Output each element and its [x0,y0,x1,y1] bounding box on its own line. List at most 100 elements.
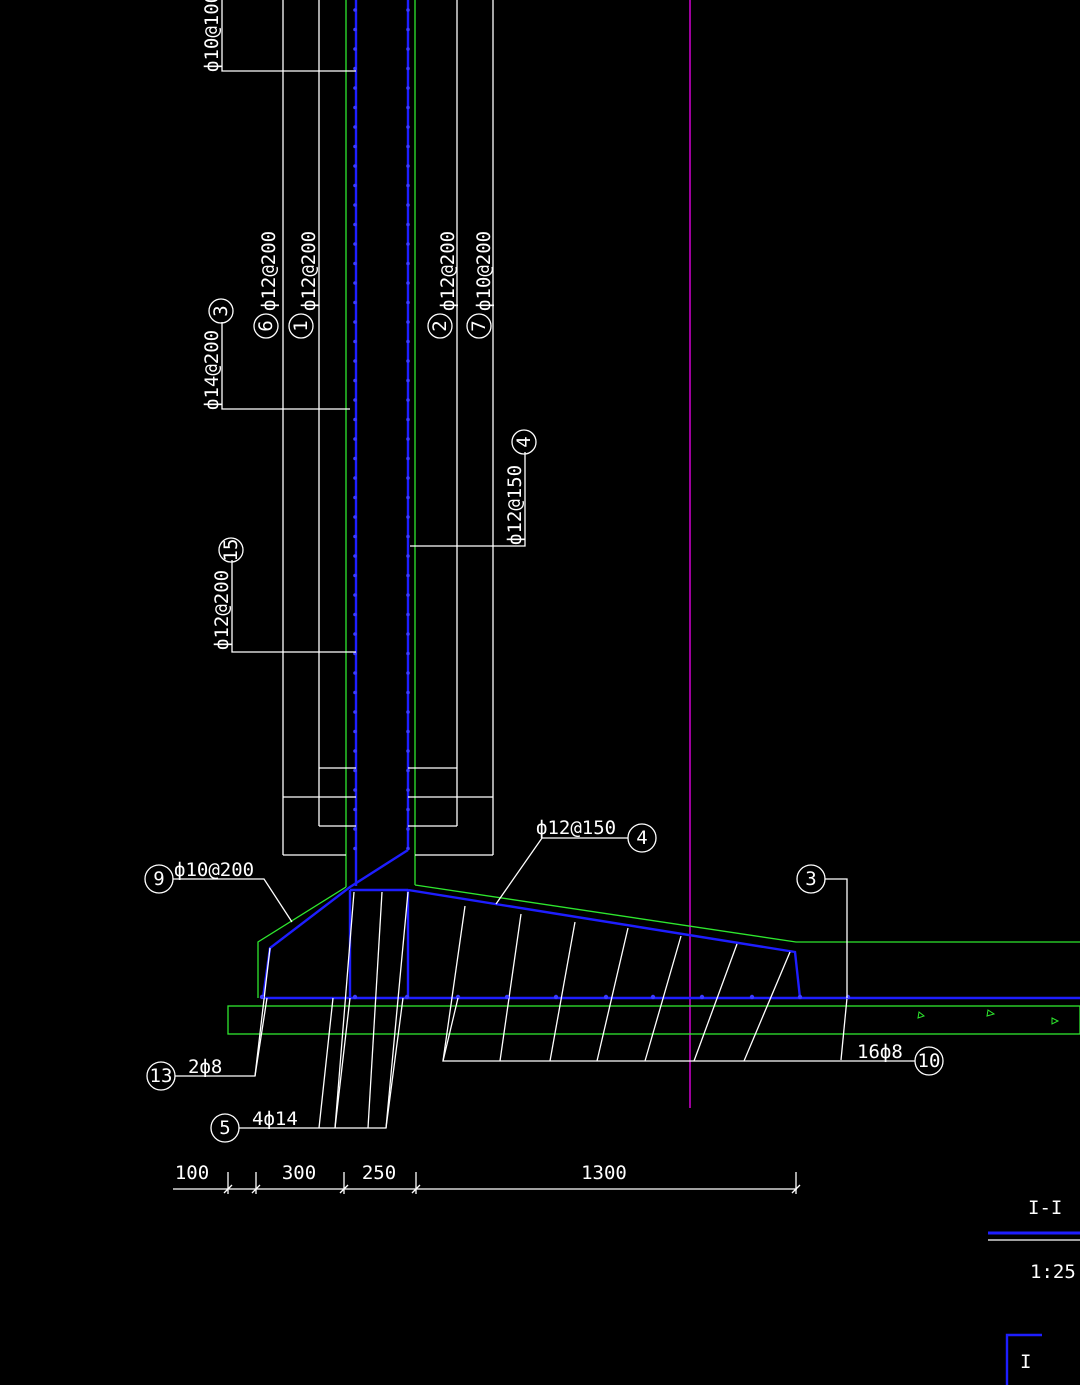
label-right-mid-b: ф10@200 [473,231,495,311]
section-corner-mark: I [1020,1351,1031,1373]
rebar-dot [406,534,410,539]
tag-slope-bar: 4 [636,827,647,849]
wall-tag-15: 15 [220,539,242,562]
label-left-outer: ф14@200 [201,330,223,410]
section-title: I-I [1028,1197,1062,1219]
rebar-dot [406,300,410,305]
rebar-dot [353,359,357,363]
footing-leaders [173,837,915,1129]
rebar-dot [406,164,410,168]
rebar-dot [353,203,357,207]
rebar-dot [406,125,410,129]
rebar-dot [406,456,410,461]
label-right-mid-a: ф12@200 [437,231,459,311]
rebar-dot [406,417,410,422]
rebar-dot [406,86,410,90]
rebar-dot [406,281,410,285]
footing-bar [743,951,791,1062]
slab-hatch [917,1009,1060,1025]
rebar-dot [406,690,410,695]
rebar-dot [353,612,357,617]
section-scale: 1:25 [1030,1261,1076,1283]
wall [282,0,494,887]
footing-bar [644,935,682,1062]
rebar-dot [406,320,410,324]
rebar-dot [353,417,357,422]
rebar-dot [353,27,357,32]
rebar-dot [406,495,410,500]
footing-bar [334,997,351,1129]
rebar-dot [353,729,357,734]
rebar-dot [353,339,357,344]
rebar-dot [406,242,410,246]
rebar-dot [353,261,357,266]
rebar-dot [406,612,410,617]
footing-rebar-dot [797,994,803,1000]
rebar-dot [353,690,357,695]
rebar-dot [353,827,357,831]
rebar-dot [406,710,410,714]
rebar-dot [406,105,410,110]
rebar-dot [353,807,357,812]
rebar-dot [353,320,357,324]
footing-rebar-dot [699,994,705,1000]
rebar-dot [353,593,357,597]
rebar-dot [353,47,357,51]
footing-rebar-dot [352,994,358,1000]
rebar-dot [353,456,357,461]
wall-tags: 3 6 1 2 7 4 15 [208,298,537,563]
rebar-dot [353,222,357,227]
rebar-dot [406,651,410,656]
footing-bar [549,921,576,1062]
footing-rebar-dot [749,994,755,1000]
tag-main-bars: 5 [219,1117,230,1139]
footing-rebar-dot [259,994,265,1000]
rebar-dot [353,125,357,129]
wall-tag-4: 4 [513,436,535,447]
tag-toe-bar: 9 [153,868,164,890]
wall-rebar-dots [353,8,410,851]
footing-bar [334,891,355,1129]
footing-labels: ф12@150 4 ф10@200 9 3 16ф8 10 2ф8 13 4ф1… [144,817,944,1143]
tag-corner-bars: 13 [150,1065,173,1087]
rebar-dot [406,47,410,51]
wall-leaders [221,0,526,653]
rebar-dot [353,66,357,71]
rebar-dot [353,632,357,636]
rebar-dot [353,710,357,714]
rebar-dot [406,515,410,519]
wall-tag-2: 2 [429,320,451,331]
rebar-dot [406,144,410,149]
footing-bar [385,891,409,1129]
rebar-dot [406,573,410,578]
wall-tag-7: 7 [468,320,490,331]
rebar-dot [406,378,410,383]
rebar-dot [406,359,410,363]
rebar-dot [406,398,410,402]
dim-250: 250 [362,1162,396,1184]
rebar-dot [353,437,357,441]
rebar-dot [353,300,357,305]
rebar-dot [353,378,357,383]
tag-slab: 3 [805,868,816,890]
label-left-lower: ф12@200 [211,570,233,650]
label-top-spacing: ф10@100 [201,0,223,72]
rebar-dot [353,554,357,558]
wall-tag-3: 3 [210,305,232,316]
dim-1300: 1300 [581,1162,627,1184]
section-title-block: I-I 1:25 I [988,1197,1080,1385]
rebar-dot [406,632,410,636]
dimension-line: 100 300 250 1300 [173,1162,801,1194]
label-slope-bar: ф12@150 [536,817,616,839]
label-main-bars: 4ф14 [252,1108,298,1130]
label-right-spacing: ф12@150 [504,465,526,545]
rebar-dot [353,144,357,149]
label-corner-bars: 2ф8 [188,1056,222,1078]
rebar-dot [353,788,357,792]
footing-rebars [254,891,851,1129]
footing-bar [254,947,271,1077]
rebar-dot [406,729,410,734]
rebar-dot [353,8,357,12]
rebar-dot [353,183,357,188]
